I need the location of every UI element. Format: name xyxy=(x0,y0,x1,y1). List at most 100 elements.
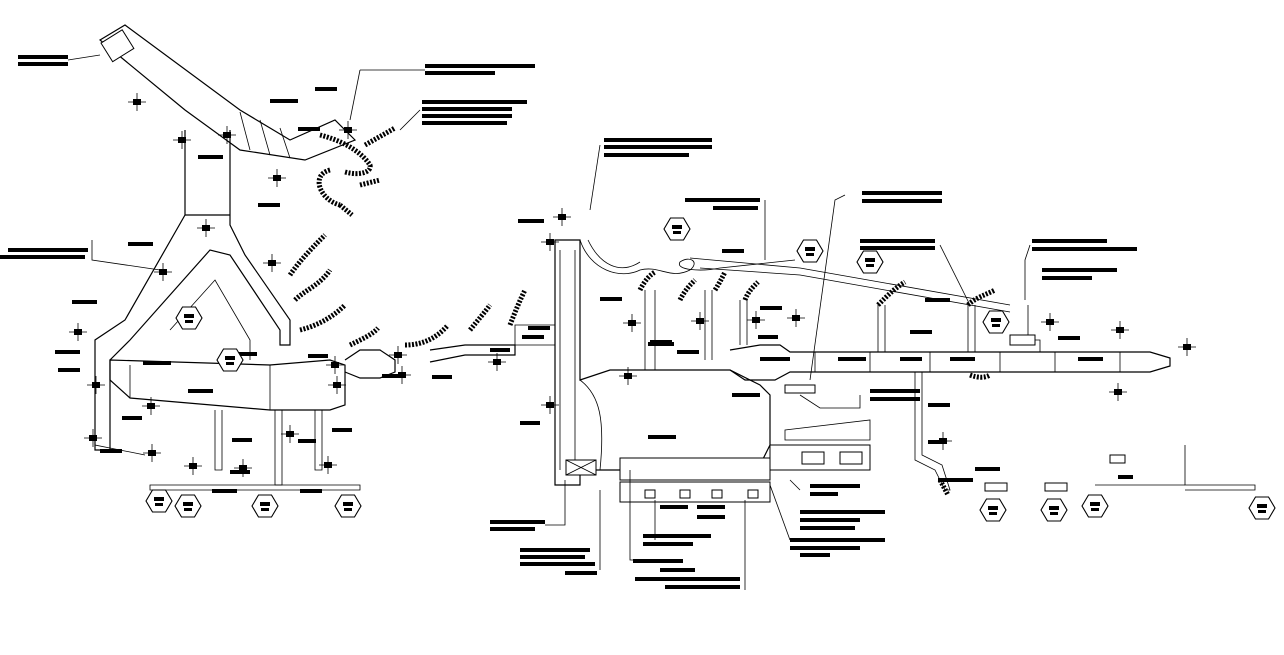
annotation-text-block xyxy=(422,107,512,111)
annotation-text-block xyxy=(790,538,885,542)
diffuser-icon xyxy=(1109,383,1127,401)
annotation-text-block xyxy=(1042,268,1117,272)
diffuser-icon xyxy=(787,309,805,327)
damper-4 xyxy=(747,489,759,499)
annotation-text-block xyxy=(643,534,711,538)
annotation-text-block xyxy=(490,520,545,524)
annotation-text-block xyxy=(522,335,544,339)
annotation-text-block xyxy=(633,559,683,563)
diffuser-icon xyxy=(87,376,105,394)
annotation-text-block xyxy=(604,138,712,142)
annotation-text-block xyxy=(232,438,252,442)
diffuser-icon xyxy=(263,254,281,272)
annotation-text-block xyxy=(760,357,790,361)
annotation-text-block xyxy=(650,340,672,344)
annotation-text-block xyxy=(520,562,595,566)
annotation-text-block xyxy=(950,357,975,361)
linear-diffuser xyxy=(784,384,816,394)
leader-lines xyxy=(67,54,1031,590)
equipment-tag-hexagon xyxy=(1081,494,1109,518)
equipment-tag-hexagon xyxy=(856,250,884,274)
annotation-text-block xyxy=(198,155,223,159)
diffuser-icon xyxy=(1041,313,1059,331)
diffuser-icon xyxy=(234,459,252,477)
diffuser-icon xyxy=(281,425,299,443)
center-duct-system xyxy=(554,239,1256,503)
annotation-text-block xyxy=(697,515,725,519)
annotation-text-block xyxy=(800,510,885,514)
annotation-text-block xyxy=(604,145,712,149)
diffuser-symbols xyxy=(69,93,1196,477)
annotation-text-block xyxy=(697,505,725,509)
annotation-text-block xyxy=(565,571,597,575)
diffuser-icon xyxy=(541,396,559,414)
annotation-text-block xyxy=(518,219,544,223)
annotation-text-block xyxy=(760,306,782,310)
annotation-text-block xyxy=(928,440,946,444)
annotation-text-block xyxy=(1058,336,1080,340)
equipment-tag-hexagon xyxy=(216,348,244,372)
annotation-text-block xyxy=(600,297,622,301)
equipment-tag-hexagon xyxy=(979,498,1007,522)
annotation-text-block xyxy=(643,542,693,546)
diffuser-icon xyxy=(934,432,952,450)
equipment-tag-hexagon xyxy=(796,239,824,263)
annotation-text-block xyxy=(660,505,688,509)
annotation-text-block xyxy=(422,114,512,118)
diffuser-icon xyxy=(541,233,559,251)
annotation-text-block xyxy=(910,330,932,334)
annotation-text-block xyxy=(490,527,535,531)
annotation-text-block xyxy=(258,203,280,207)
equipment-tag-hexagon xyxy=(1248,496,1276,520)
diffuser-icon xyxy=(393,366,411,384)
equipment-tag-hexagon xyxy=(663,217,691,241)
annotation-text-block xyxy=(925,298,950,302)
annotation-text-block xyxy=(270,99,298,103)
left-duct-system xyxy=(94,24,556,491)
annotation-text-block xyxy=(1078,357,1103,361)
damper-3 xyxy=(711,489,723,499)
diffuser-icon xyxy=(747,311,765,329)
diffuser-icon xyxy=(84,429,102,447)
annotation-text-block xyxy=(315,87,337,91)
annotation-text-block xyxy=(58,368,80,372)
annotation-text-block xyxy=(800,526,855,530)
equipment-tag-hexagon xyxy=(175,306,203,330)
annotation-text-block xyxy=(72,300,97,304)
supply-grille-top-left xyxy=(100,29,135,63)
equipment-tag-hexagon xyxy=(174,494,202,518)
diffuser-icon xyxy=(154,263,172,281)
equipment-tag-hexagon xyxy=(982,310,1010,334)
diffuser-icon xyxy=(319,456,337,474)
annotation-text-block xyxy=(1032,239,1107,243)
annotation-text-block xyxy=(232,352,257,356)
annotation-text-block xyxy=(422,100,527,104)
annotation-text-block xyxy=(0,255,85,259)
annotation-text-block xyxy=(685,198,760,202)
diffuser-icon xyxy=(197,219,215,237)
annotation-text-block xyxy=(860,246,935,250)
annotation-text-block xyxy=(490,348,510,352)
diffuser-icon xyxy=(142,397,160,415)
equipment-tag-hexagon xyxy=(145,489,173,513)
annotation-text-block xyxy=(677,350,699,354)
damper-1 xyxy=(644,489,656,499)
diffuser-icon xyxy=(691,312,709,330)
annotation-text-block xyxy=(758,335,778,339)
annotation-text-block xyxy=(128,242,153,246)
annotation-text-block xyxy=(1042,276,1092,280)
coil-2 xyxy=(839,451,863,465)
annotation-text-block xyxy=(425,71,495,75)
annotation-text-block xyxy=(870,397,920,401)
annotation-text-block xyxy=(648,435,676,439)
annotation-text-block xyxy=(800,518,860,522)
annotation-text-block xyxy=(432,375,452,379)
annotation-text-block xyxy=(528,326,550,330)
annotation-text-block xyxy=(870,389,920,393)
coil-1 xyxy=(801,451,825,465)
annotation-text-block xyxy=(975,467,1000,471)
annotation-text-block xyxy=(520,421,540,425)
diffuser-icon xyxy=(69,323,87,341)
annotation-text-block xyxy=(100,449,122,453)
